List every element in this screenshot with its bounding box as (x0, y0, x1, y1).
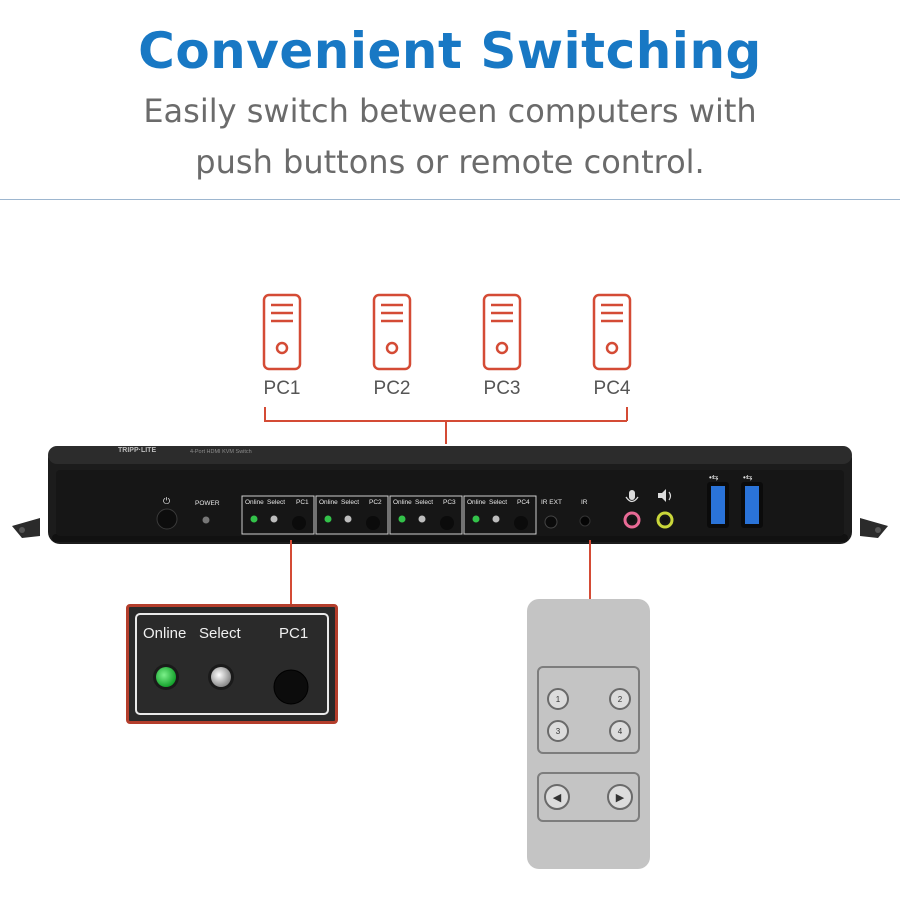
port1-select-label: Select (267, 499, 286, 506)
connector-line (626, 407, 628, 421)
connector-line (264, 407, 266, 421)
port-zoom-panel: Online Select PC1 (126, 604, 338, 724)
pc1-label: PC1 (263, 378, 301, 399)
divider (0, 199, 900, 200)
callout-line-zoom (290, 540, 292, 606)
kvm-brand: TRIPP·LITE (118, 447, 157, 454)
remote-next-button[interactable]: ▶ (607, 784, 633, 810)
port3-select-label: Select (415, 499, 434, 506)
zoom-select-label: Select (199, 625, 241, 642)
computer-icon-pc1 (252, 293, 312, 371)
ir-remote: 1 2 3 4 ◀ ▶ (527, 599, 650, 869)
remote-prev-button[interactable]: ◀ (544, 784, 570, 810)
headline: Convenient Switching (138, 22, 762, 80)
callout-line-remote (589, 540, 591, 628)
port3-online-label: Online (393, 499, 412, 506)
port1-pc-label: PC1 (296, 499, 309, 506)
port2-pc-label: PC2 (369, 499, 382, 506)
port4-online-label: Online (467, 499, 486, 506)
computer-icon-pc2 (362, 293, 422, 371)
pc2-label: PC2 (373, 378, 411, 399)
port1-online-label: Online (245, 499, 264, 506)
power-label: POWER (195, 500, 220, 507)
ir-label: IR (581, 499, 588, 506)
port3-pc-label: PC3 (443, 499, 456, 506)
usb-icon: •⇆ (709, 473, 719, 482)
pc4-label: PC4 (593, 378, 631, 399)
connector-line (445, 420, 447, 444)
remote-arrow-group (537, 772, 640, 822)
remote-button-2[interactable]: 2 (609, 688, 631, 710)
port2-online-label: Online (319, 499, 338, 506)
remote-button-1[interactable]: 1 (547, 688, 569, 710)
port4-select-label: Select (489, 499, 508, 506)
remote-button-3[interactable]: 3 (547, 720, 569, 742)
computer-icon-pc4 (582, 293, 642, 371)
computer-icon-pc3 (472, 293, 532, 371)
usb-icon: •⇆ (743, 473, 753, 482)
remote-button-4[interactable]: 4 (609, 720, 631, 742)
kvm-model: 4-Port HDMI KVM Switch (190, 449, 252, 455)
power-icon: ⏻ (163, 496, 171, 506)
zoom-pc-label: PC1 (279, 625, 309, 642)
ir-ext-label: IR EXT (541, 499, 562, 506)
subtitle-line-1: Easily switch between computers with (143, 92, 757, 130)
remote-number-group (537, 666, 640, 754)
subtitle-line-2: push buttons or remote control. (195, 143, 705, 181)
pc3-label: PC3 (483, 378, 521, 399)
port4-pc-label: PC4 (517, 499, 530, 506)
kvm-switch: TRIPP·LITE 4-Port HDMI KVM Switch ⏻ POWE… (0, 430, 900, 560)
zoom-online-label: Online (143, 625, 187, 642)
port2-select-label: Select (341, 499, 360, 506)
